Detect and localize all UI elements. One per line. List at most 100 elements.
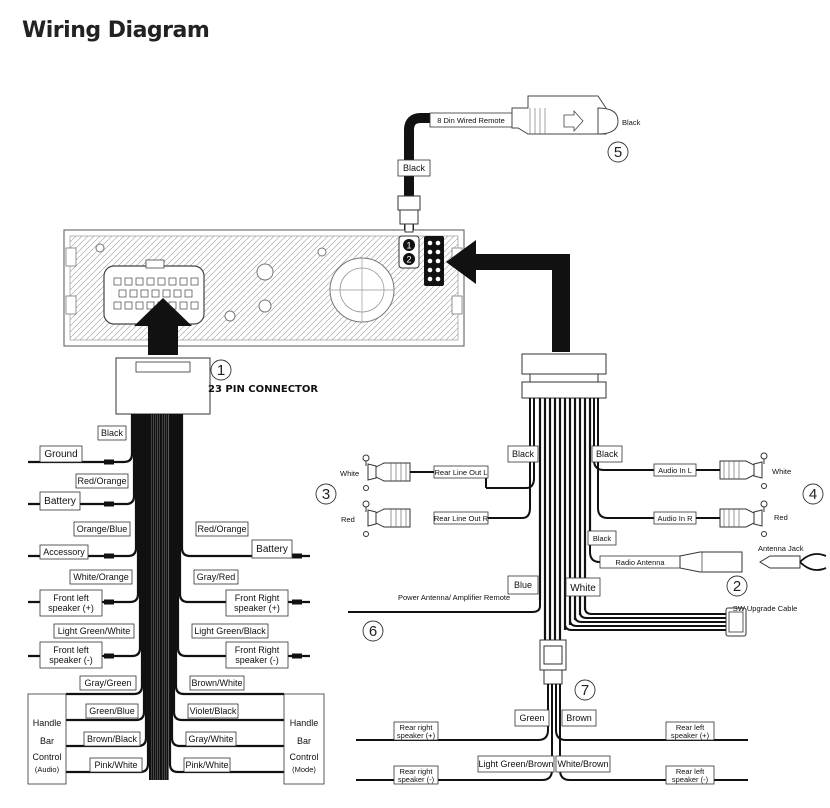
radio-antenna: Radio Antenna Antenna Jack 2 bbox=[599, 544, 827, 597]
wire-label-right: Light Green/Black bbox=[191, 623, 269, 639]
wire-terminal bbox=[104, 599, 114, 605]
pin bbox=[140, 289, 149, 298]
pin bbox=[435, 240, 441, 246]
svg-text:Red/Orange: Red/Orange bbox=[77, 476, 126, 486]
wire bbox=[180, 414, 310, 558]
wire-label-left: Brown/Black bbox=[83, 731, 141, 747]
svg-text:Ground: Ground bbox=[44, 449, 77, 460]
rca-left-top-label: Rear Line Out L bbox=[433, 465, 489, 479]
svg-text:Brown/White: Brown/White bbox=[191, 678, 242, 688]
rca-right-bottom-label: Audio In R bbox=[653, 511, 697, 525]
pin bbox=[435, 276, 441, 282]
rca-left-bottom-color: Red bbox=[341, 515, 355, 524]
rear-arrow bbox=[446, 240, 570, 352]
wire-label-left: Red/Orange bbox=[75, 473, 129, 489]
svg-text:Gray/White: Gray/White bbox=[188, 734, 233, 744]
pin bbox=[427, 258, 433, 264]
svg-text:Rear left: Rear left bbox=[676, 767, 705, 776]
wire-label-right: Red/Orange bbox=[195, 521, 249, 537]
wire-label-left: Green/Blue bbox=[85, 703, 139, 719]
svg-text:Accessory: Accessory bbox=[43, 547, 85, 557]
svg-text:Bar: Bar bbox=[40, 736, 54, 746]
pin bbox=[184, 289, 193, 298]
svg-text:Audio In R: Audio In R bbox=[657, 514, 693, 523]
svg-text:SW Upgrade Cable: SW Upgrade Cable bbox=[733, 604, 798, 613]
svg-text:Gray/Red: Gray/Red bbox=[197, 572, 236, 582]
wire bbox=[28, 414, 138, 558]
number-7: 7 bbox=[581, 682, 589, 699]
svg-text:Pink/White: Pink/White bbox=[185, 760, 228, 770]
svg-text:speaker (-): speaker (-) bbox=[235, 655, 279, 665]
wire bbox=[28, 414, 142, 658]
svg-text:Control: Control bbox=[289, 752, 318, 762]
wire bbox=[176, 414, 310, 658]
wire-terminal bbox=[104, 653, 114, 659]
wire-terminal bbox=[292, 599, 302, 605]
wire-terminal bbox=[292, 653, 302, 659]
wire-label-right: Violet/Black bbox=[187, 703, 239, 719]
svg-text:Rear right: Rear right bbox=[400, 767, 434, 776]
svg-text:Blue: Blue bbox=[514, 580, 532, 590]
pin bbox=[179, 301, 188, 310]
pin bbox=[162, 289, 171, 298]
pin bbox=[135, 277, 144, 286]
left-harness: BlackGroundRed/OrangeBatteryOrange/BlueA… bbox=[28, 414, 169, 780]
svg-text:speaker (+): speaker (+) bbox=[48, 603, 94, 613]
wire-label-right: Brown/White bbox=[189, 675, 245, 691]
svg-text:speaker (-): speaker (-) bbox=[672, 775, 709, 784]
pin bbox=[157, 277, 166, 286]
wire-terminal bbox=[104, 501, 114, 507]
svg-text:Green: Green bbox=[519, 713, 544, 723]
pin bbox=[427, 249, 433, 255]
wire bbox=[170, 414, 284, 748]
svg-text:Power Antenna/ Amplifier Remot: Power Antenna/ Amplifier Remote bbox=[398, 593, 510, 602]
svg-text:Rear Line Out R: Rear Line Out R bbox=[434, 514, 489, 523]
svg-text:Orange/Blue: Orange/Blue bbox=[77, 524, 128, 534]
svg-text:Rear left: Rear left bbox=[676, 723, 705, 732]
rear-speakers: 7 Green Brown Light Green/Brown White/Br… bbox=[393, 679, 715, 785]
pin bbox=[435, 258, 441, 264]
svg-text:Pink/White: Pink/White bbox=[94, 760, 137, 770]
rca-plug-red bbox=[719, 500, 768, 537]
wire bbox=[172, 414, 284, 722]
pin bbox=[113, 277, 122, 286]
svg-text:speaker (+): speaker (+) bbox=[397, 731, 436, 740]
svg-text:Battery: Battery bbox=[256, 544, 288, 555]
svg-text:White/Brown: White/Brown bbox=[557, 759, 608, 769]
svg-text:Light Green/Black: Light Green/Black bbox=[194, 626, 266, 636]
wire bbox=[28, 414, 134, 464]
wire bbox=[66, 414, 146, 722]
pin bbox=[427, 276, 433, 282]
wired-remote: Black 8 Din Wired Remote Black 5 bbox=[397, 95, 641, 233]
wire-label-right: Pink/White bbox=[183, 757, 231, 773]
power-antenna: Power Antenna/ Amplifier Remote 6 bbox=[362, 593, 510, 642]
number-3: 3 bbox=[322, 486, 330, 503]
wire-label-right: Gray/White bbox=[185, 731, 237, 747]
svg-text:speaker (+): speaker (+) bbox=[671, 731, 710, 740]
dest-label-left: Accessory bbox=[39, 544, 89, 560]
wire-terminal bbox=[104, 459, 114, 465]
handle-bar-control-audio: Handle Bar Control (Audio) bbox=[27, 693, 67, 785]
svg-text:Front Right: Front Right bbox=[235, 593, 280, 603]
svg-text:speaker (-): speaker (-) bbox=[398, 775, 435, 784]
number-4: 4 bbox=[809, 486, 817, 503]
wire bbox=[168, 414, 284, 774]
pin bbox=[173, 289, 182, 298]
pin bbox=[179, 277, 188, 286]
port-number-1: 1 bbox=[406, 241, 411, 251]
pin bbox=[190, 301, 199, 310]
pin bbox=[113, 301, 122, 310]
remote-plug-label: Black bbox=[622, 118, 641, 127]
wire-terminal bbox=[292, 553, 302, 559]
wire-label-left: Black bbox=[97, 425, 127, 441]
svg-text:Battery: Battery bbox=[44, 496, 76, 507]
svg-text:Brown: Brown bbox=[566, 713, 592, 723]
rear-harness bbox=[348, 353, 748, 781]
